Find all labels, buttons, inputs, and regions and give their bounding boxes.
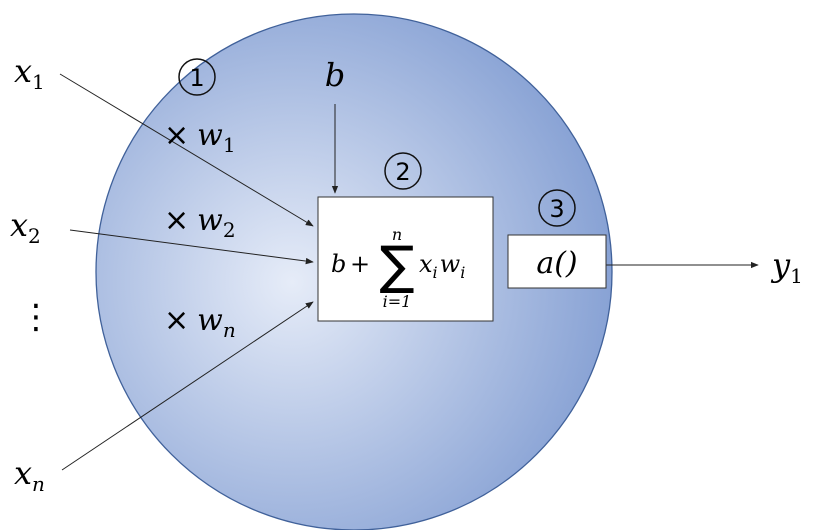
sum-bias-term: b (331, 250, 346, 278)
svg-text:3: 3 (549, 195, 564, 223)
weight-label-w1: ×w1 (164, 118, 236, 157)
activation-label: a() (536, 246, 577, 281)
sum-lower-limit: i=1 (383, 292, 412, 311)
input-ellipsis: ⋮ (19, 297, 53, 337)
svg-text:1: 1 (189, 64, 204, 92)
sum-term: xiwi (419, 250, 465, 282)
input-arrow-x1 (59, 73, 314, 227)
svg-text:2: 2 (395, 158, 410, 186)
weight-label-wn: ×wn (164, 303, 236, 342)
sum-plus: + (350, 250, 370, 278)
input-label-x1: x1 (14, 52, 45, 94)
summation-box: b + n ∑ i=1 xiwi (317, 196, 494, 322)
input-arrow-xn (61, 301, 314, 471)
bias-label: b (325, 56, 345, 94)
weight-label-w2: ×w2 (164, 203, 236, 242)
input-label-xn: xn (14, 454, 45, 496)
step-badge-3: 3 (538, 189, 576, 227)
activation-box: a() (507, 234, 607, 289)
sum-upper-limit: n (392, 225, 402, 244)
step-badge-1: 1 (178, 58, 216, 96)
output-label-y1: y1 (770, 246, 803, 288)
sigma-icon: ∑ (379, 236, 414, 296)
input-label-x2: x2 (10, 206, 41, 248)
input-arrow-x2 (69, 229, 314, 265)
step-badge-2: 2 (384, 152, 422, 190)
